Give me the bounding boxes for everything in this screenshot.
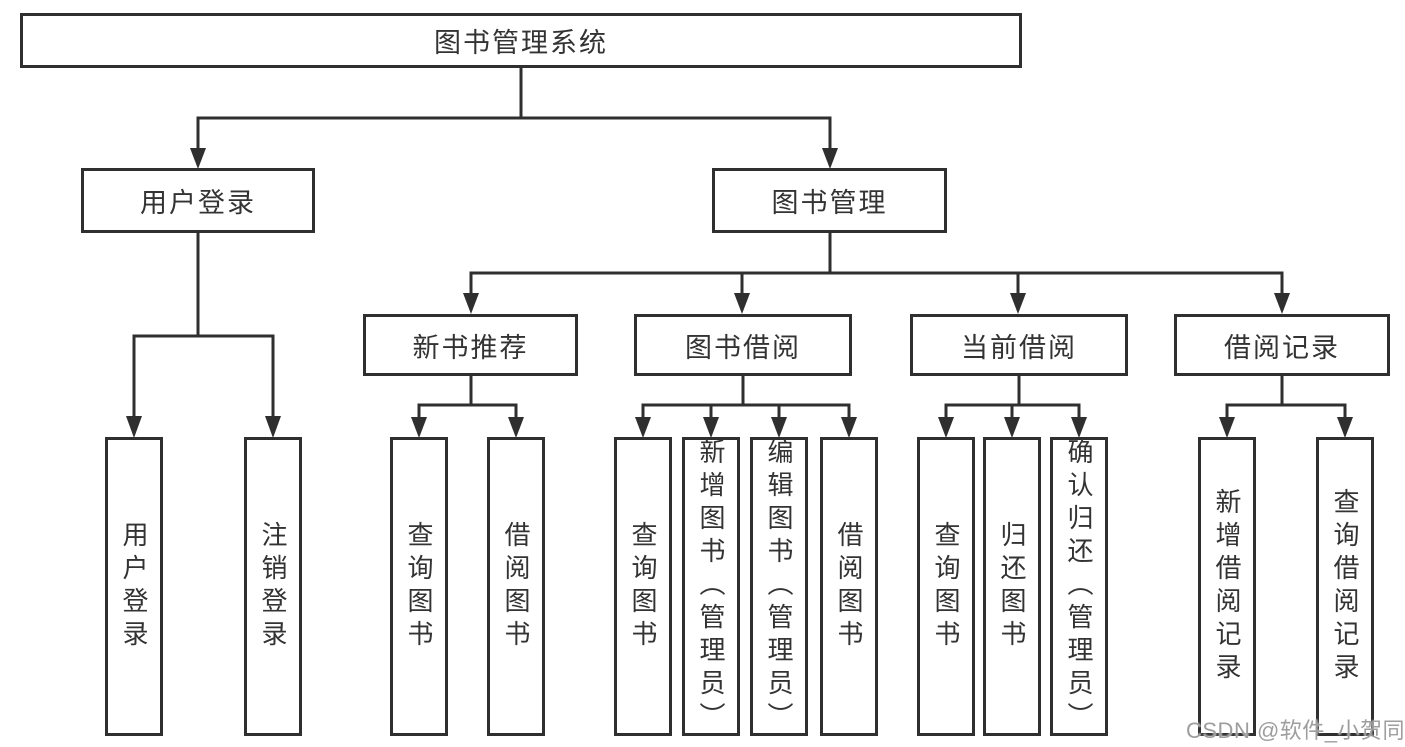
node-new-book-recommend-label: 新书推荐 — [412, 332, 529, 363]
node-current-borrow-label: 当前借阅 — [961, 332, 1077, 363]
connector-current-borrow — [938, 374, 1087, 438]
leaf-borrow-query-books: 查询图书 — [614, 437, 672, 736]
leaf-logout: 注销登录 — [244, 437, 302, 736]
node-current-borrow: 当前借阅 — [910, 314, 1128, 376]
leaf-borrow-borrow-books: 借阅图书 — [820, 437, 878, 736]
leaf-borrow-add-book-admin: 新增图书（管理员） — [682, 437, 740, 736]
connector-borrow-records — [1219, 374, 1353, 438]
leaf-user-login-label: 用户登录 — [119, 520, 149, 653]
node-book-borrow-label: 图书借阅 — [685, 332, 801, 363]
leaf-borrow-edit-book-admin: 编辑图书（管理员） — [750, 437, 808, 736]
leaf-records-add-record: 新增借阅记录 — [1198, 437, 1256, 736]
leaf-borrow-query-books-label: 查询图书 — [628, 520, 658, 653]
leaf-records-query-record-label: 查询借阅记录 — [1330, 487, 1360, 686]
leaf-recommend-borrow-books-label: 借阅图书 — [501, 520, 531, 653]
connector-new-book-recommend — [411, 374, 524, 438]
node-user-login-label: 用户登录 — [140, 188, 256, 218]
node-borrow-records-label: 借阅记录 — [1224, 332, 1340, 363]
leaf-current-return-books-label: 归还图书 — [997, 520, 1027, 653]
leaf-current-return-books: 归还图书 — [983, 437, 1041, 736]
leaf-logout-label: 注销登录 — [258, 520, 288, 653]
node-book-management-label: 图书管理 — [771, 188, 888, 218]
leaf-user-login: 用户登录 — [105, 437, 163, 736]
connector-user-login — [126, 232, 281, 438]
leaf-current-confirm-return-admin-label: 确认归还（管理员） — [1064, 438, 1094, 735]
leaf-current-query-books-label: 查询图书 — [931, 520, 961, 653]
connector-book-borrow — [635, 374, 857, 438]
node-borrow-records: 借阅记录 — [1174, 314, 1390, 376]
leaf-recommend-query-books-label: 查询图书 — [404, 520, 434, 653]
connector-book-management — [463, 233, 1290, 314]
leaf-records-query-record: 查询借阅记录 — [1316, 437, 1374, 736]
leaf-borrow-borrow-books-label: 借阅图书 — [834, 520, 864, 653]
leaf-current-query-books: 查询图书 — [917, 437, 975, 736]
connector-root — [190, 68, 838, 169]
leaf-recommend-query-books: 查询图书 — [390, 437, 448, 736]
leaf-records-add-record-label: 新增借阅记录 — [1212, 487, 1242, 686]
node-root: 图书管理系统 — [20, 13, 1022, 68]
node-root-label: 图书管理系统 — [434, 28, 608, 58]
node-book-management: 图书管理 — [712, 168, 947, 233]
leaf-recommend-borrow-books: 借阅图书 — [487, 437, 545, 736]
leaf-current-confirm-return-admin: 确认归还（管理员） — [1050, 437, 1108, 736]
node-new-book-recommend: 新书推荐 — [363, 314, 578, 376]
leaf-borrow-edit-book-admin-label: 编辑图书（管理员） — [764, 438, 794, 735]
csdn-watermark: CSDN @软件_小贺同学 — [1186, 718, 1405, 743]
node-book-borrow: 图书借阅 — [634, 314, 852, 376]
leaf-borrow-add-book-admin-label: 新增图书（管理员） — [696, 438, 726, 735]
node-user-login: 用户登录 — [81, 168, 315, 233]
